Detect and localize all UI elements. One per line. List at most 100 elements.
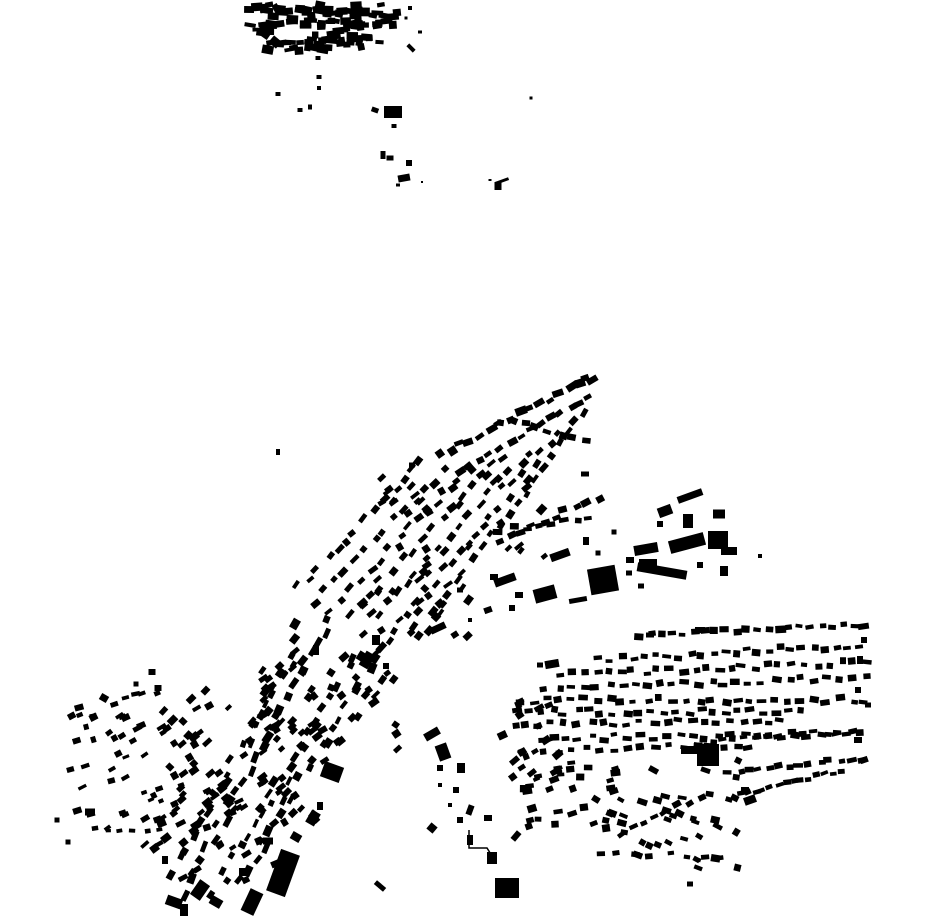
building [463,594,475,606]
building [494,182,502,190]
building [408,6,412,10]
building [566,696,575,701]
building [279,795,288,806]
building [581,471,589,477]
building [229,785,240,796]
building [667,630,677,636]
building [261,730,275,745]
building [104,728,114,737]
building [497,482,506,490]
building [635,731,646,738]
building [679,678,690,685]
building [453,439,465,447]
building [626,666,634,673]
building [311,720,322,731]
building [753,627,762,633]
building [517,433,526,441]
building [201,737,213,748]
building [414,597,425,607]
building [284,39,296,45]
building [483,450,493,459]
building [662,654,672,659]
building [156,722,167,732]
building [409,462,415,468]
building [657,521,663,527]
building [175,818,187,828]
building [708,708,716,716]
building [191,704,202,713]
building [765,626,774,633]
building [202,786,212,795]
building [553,808,563,815]
building [607,681,616,688]
building [611,765,621,775]
building [514,709,525,720]
building [639,559,657,571]
large-building [532,584,558,604]
building [612,850,620,856]
building [505,492,516,503]
building [310,564,320,575]
building [205,802,215,813]
building [496,730,508,741]
building [289,726,298,736]
building [347,653,357,664]
building [285,18,296,25]
building [476,499,487,510]
building [305,809,321,827]
building [776,643,785,650]
building [272,734,282,743]
building [398,531,407,540]
building [239,739,248,749]
building [510,830,522,842]
building [671,709,679,715]
building [639,819,648,827]
building [717,736,727,742]
building [690,818,700,826]
building [583,764,593,771]
building [395,542,405,552]
building [433,499,444,508]
building [154,685,162,691]
building [189,879,211,901]
building [733,863,742,872]
building [392,8,402,17]
building [365,590,376,600]
building [274,788,284,796]
building [526,767,538,778]
building [434,448,446,459]
building [719,626,729,633]
building [628,822,639,831]
building [372,635,380,645]
building [461,437,474,448]
large-building [676,488,704,504]
building [623,744,633,752]
building [244,22,257,29]
building [579,497,592,508]
building [66,711,77,721]
building [77,783,87,791]
building [568,595,588,605]
building [72,806,83,815]
building [247,765,257,778]
building [372,574,383,584]
building [516,747,528,758]
building [311,731,323,743]
building [194,854,205,866]
building [454,500,464,510]
building [668,812,678,820]
building [391,728,402,739]
building [809,677,819,685]
building [417,533,429,544]
building [841,731,851,737]
building [285,776,293,786]
building [792,763,804,768]
building [165,869,177,881]
building [359,545,368,554]
building [397,173,411,183]
building [256,771,268,782]
building [508,755,521,766]
building [787,676,795,683]
building [655,678,664,688]
building [688,733,699,739]
